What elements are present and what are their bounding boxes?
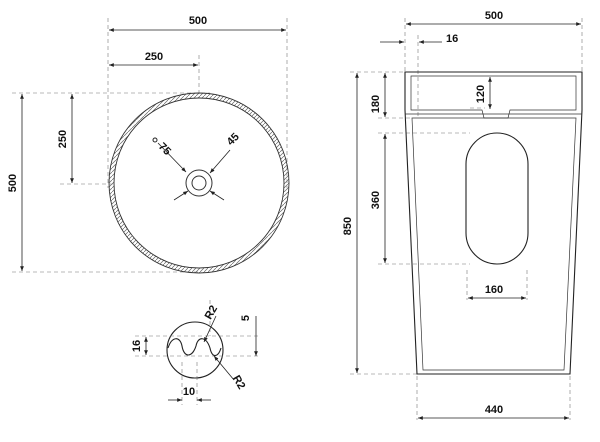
detail-radius-bottom-label: R2 [230, 373, 247, 391]
top-view: 500 250 500 250 75 45 [7, 15, 290, 274]
detail-wave-profile [167, 338, 222, 357]
side-opening-height-label: 360 [370, 191, 382, 209]
pedestal-outline [404, 71, 583, 375]
side-view: 500 16 120 180 360 850 160 440 [342, 10, 583, 420]
top-half-depth-label: 250 [57, 130, 69, 148]
side-overall-width-label: 500 [485, 10, 503, 22]
top-overall-depth-label: 500 [7, 174, 19, 192]
detail-height-label: 16 [131, 340, 143, 352]
side-basin-depth-label: 120 [475, 85, 487, 103]
detail-pitch-label: 10 [183, 386, 195, 398]
angle-left-leader [157, 142, 187, 173]
arrow-bottom-right [209, 190, 225, 201]
detail-groove-depth-label: 5 [240, 315, 252, 321]
basin-inner-profile [410, 75, 577, 119]
detail-radius-top-leader [203, 315, 217, 343]
side-opening-width-label: 160 [485, 284, 503, 296]
pedestal-oval-opening [465, 132, 529, 265]
detail-view: 16 10 5 R2 R2 [131, 300, 260, 405]
top-overall-width-label: 500 [189, 15, 207, 27]
side-total-height-label: 850 [342, 217, 354, 235]
side-rim-height-label: 180 [370, 95, 382, 113]
angle-left-dot [152, 137, 158, 143]
angle-right-leader [209, 149, 231, 174]
detail-radius-top-label: R2 [203, 303, 220, 321]
side-base-width-label: 440 [485, 404, 503, 416]
arrow-bottom-left [173, 190, 189, 201]
drain-inner [191, 175, 207, 191]
detail-radius-bottom-leader [213, 355, 235, 381]
side-rim-offset-label: 16 [446, 33, 458, 45]
pedestal-inner-wall [411, 117, 577, 371]
top-half-width-label: 250 [145, 51, 163, 63]
detail-circle [166, 321, 224, 379]
